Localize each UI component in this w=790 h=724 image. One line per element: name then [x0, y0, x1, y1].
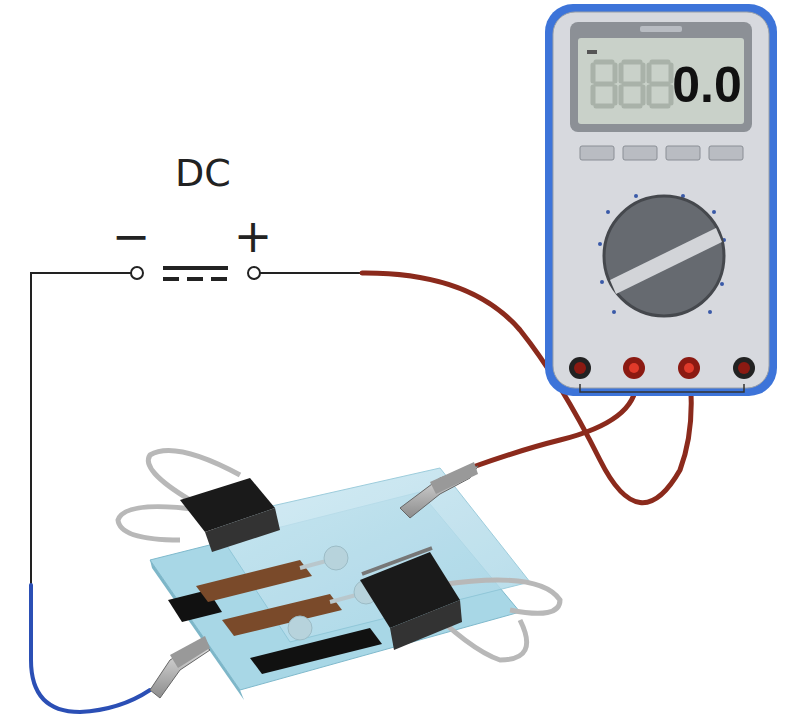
dial-marks-part: [720, 282, 724, 286]
binder-clip-right-part: [390, 600, 462, 650]
multimeter-part: [580, 384, 744, 392]
electrodes-part: [250, 628, 382, 674]
jacks-part: [574, 362, 586, 374]
wires-part: [260, 272, 362, 274]
binder-clip-right-part: [362, 548, 432, 574]
buttons-part: [666, 146, 700, 160]
jacks: [569, 357, 755, 379]
jacks-part: [569, 357, 591, 379]
dial-marks-part: [600, 280, 604, 284]
buttons-part: [623, 146, 657, 160]
multimeter-part: [610, 228, 722, 294]
electrodes-part: [324, 546, 348, 570]
multimeter-part: [545, 4, 777, 396]
wires-part: [31, 273, 131, 585]
dc-source-symbol-part: [163, 277, 228, 281]
buttons-part: [580, 146, 614, 160]
ghost-digits-part: [649, 62, 671, 106]
dial-marks-part: [606, 210, 610, 214]
dial-marks-part: [598, 242, 602, 246]
polarity-sign: +: [234, 213, 273, 259]
polarity-sign: −: [112, 213, 151, 259]
dc-source-symbol-part: [131, 267, 143, 279]
alligator-clip-red: [400, 462, 478, 518]
multimeter-part: [604, 196, 724, 316]
multimeter-part: [578, 38, 744, 124]
electrodes: [168, 546, 412, 674]
jacks-part: [738, 362, 750, 374]
binder-clip-left-part: [118, 507, 200, 540]
electrodes-part: [196, 560, 312, 602]
jacks-part: [684, 363, 694, 373]
buttons-part: [709, 146, 743, 160]
dial-marks-part: [612, 310, 616, 314]
multimeter-part: [553, 12, 769, 388]
binder-clip-left: [118, 451, 280, 553]
jacks-part: [623, 357, 645, 379]
dial-marks-part: [712, 210, 716, 214]
binder-clip-left-part: [205, 508, 280, 552]
display-reading: 0.0: [672, 60, 742, 110]
alligator-clip-red-part: [430, 462, 478, 494]
dc-source-symbol: [131, 267, 260, 279]
dial-marks-part: [634, 194, 638, 198]
source-label: DC: [175, 154, 231, 192]
ghost-digits-part: [621, 62, 643, 106]
dc-source-symbol-part: [248, 267, 260, 279]
multimeter-part: [570, 22, 752, 132]
jacks-part: [629, 363, 639, 373]
dc-source-symbol-part: [163, 266, 228, 270]
multimeter-part: [587, 50, 597, 54]
multimeter: [545, 4, 777, 396]
buttons: [580, 146, 743, 160]
jacks-part: [733, 357, 755, 379]
dial-marks-part: [708, 310, 712, 314]
binder-clip-right: [360, 548, 560, 660]
jacks-part: [678, 357, 700, 379]
electrodes-part: [222, 594, 342, 636]
slide-assembly: [118, 451, 560, 701]
alligator-clip-blue: [150, 636, 210, 698]
alligator-clip-blue-part: [170, 636, 210, 668]
ghost-digits-part: [593, 62, 615, 106]
electrodes-part: [288, 616, 312, 640]
multimeter-part: [640, 26, 682, 32]
wires-part: [31, 585, 150, 712]
ghost-digits: [593, 62, 671, 106]
